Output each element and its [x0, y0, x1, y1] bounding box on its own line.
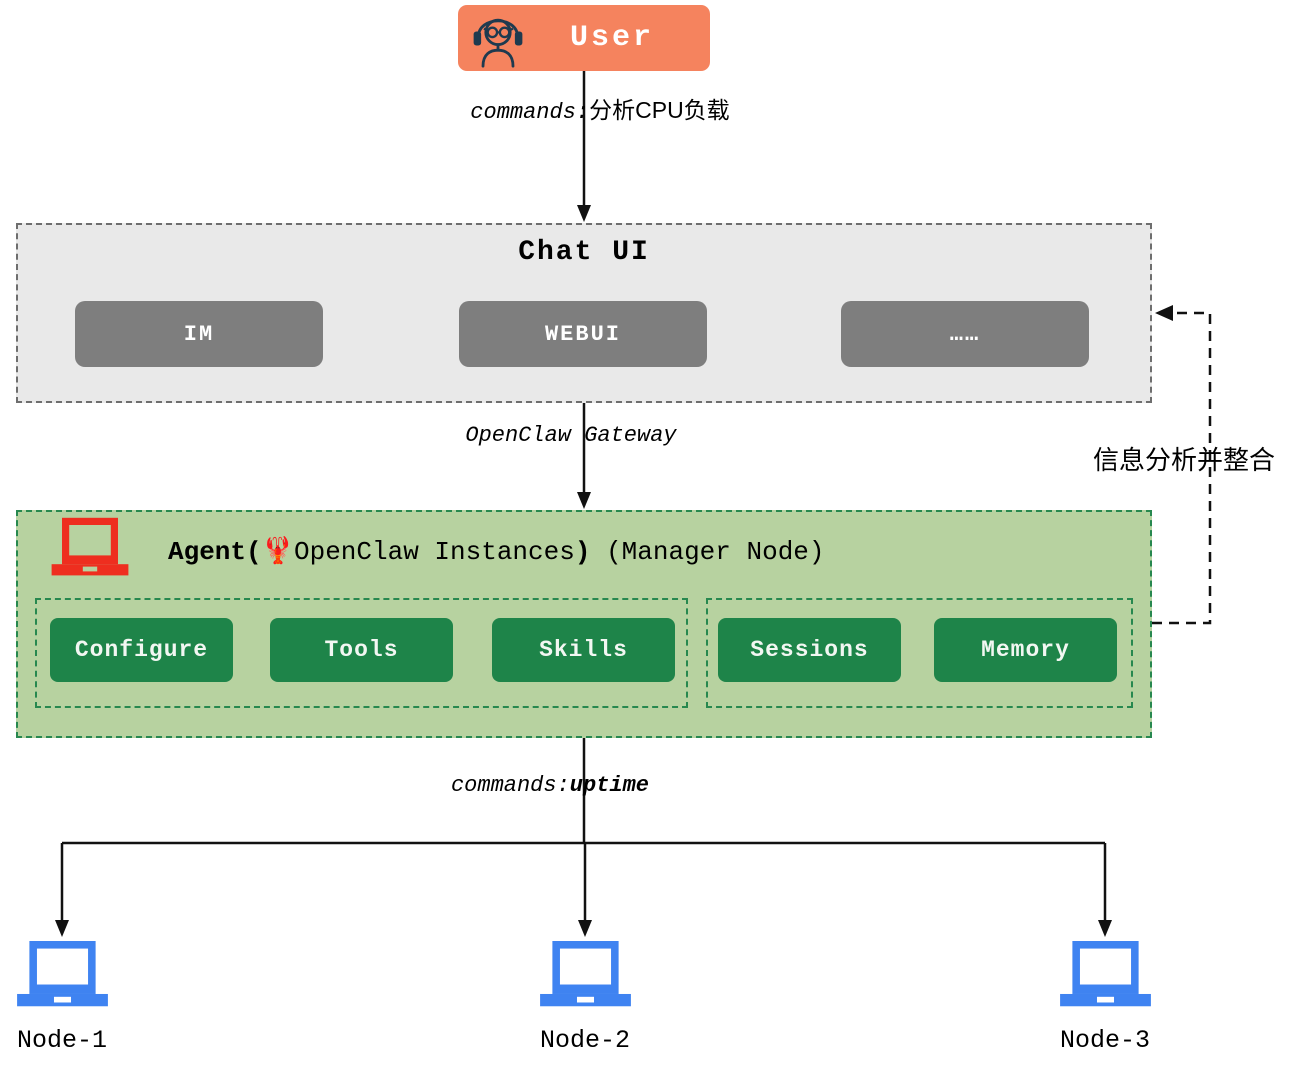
- chat-channel-webui-label: WEBUI: [544, 321, 621, 347]
- module-configure: Configure: [50, 618, 233, 682]
- node1-laptop-icon: [17, 941, 108, 1007]
- manager-laptop-icon: [51, 517, 129, 576]
- node2-label: Node-2: [539, 1026, 630, 1055]
- module-memory: Memory: [934, 618, 1117, 682]
- chat-channel-im-label: IM: [183, 321, 215, 347]
- node1-label: Node-1: [16, 1026, 107, 1055]
- chat-ui-title: Chat UI: [518, 237, 650, 268]
- chat-channel-webui: WEBUI: [459, 301, 707, 367]
- chat-channel-im: IM: [75, 301, 323, 367]
- arrowhead-feedback: [1155, 305, 1173, 321]
- user-label: User: [569, 21, 654, 55]
- arrowhead-node1: [55, 920, 69, 937]
- command-text: uptime: [569, 773, 650, 798]
- module-configure-label: Configure: [74, 637, 209, 663]
- node2-laptop-icon: [540, 941, 631, 1007]
- module-sessions: Sessions: [718, 618, 901, 682]
- node3-laptop-icon: [1060, 941, 1151, 1007]
- module-skills-label: Skills: [539, 637, 628, 663]
- agent-title-prefix: Agent(: [168, 537, 262, 567]
- arrowhead-node3: [1098, 920, 1112, 937]
- user-node: User: [458, 5, 710, 71]
- user-command-label: commands:分析CPU负载: [430, 91, 770, 125]
- arrow-agent-to-nodes: [60, 738, 1107, 922]
- agent-title: Agent(🦞OpenClaw Instances) (Manager Node…: [168, 536, 825, 567]
- gateway-label: OpenClaw Gateway: [465, 423, 677, 448]
- lobster-emoji: 🦞: [261, 537, 294, 567]
- module-memory-label: Memory: [981, 637, 1070, 663]
- node3-label: Node-3: [1059, 1026, 1150, 1055]
- feedback-label: 信息分析并整合: [1093, 445, 1276, 475]
- module-sessions-label: Sessions: [750, 637, 869, 663]
- arrowhead-chatui: [577, 205, 591, 222]
- agent-command-label: commands:uptime: [400, 773, 700, 798]
- agent-title-main: OpenClaw Instances: [294, 537, 575, 567]
- user-avatar-icon: [473, 18, 523, 68]
- module-tools: Tools: [270, 618, 453, 682]
- command-text: 分析CPU负载: [589, 97, 730, 123]
- chat-channel-more-label: ……: [949, 321, 981, 347]
- agent-state-modules-group: [706, 598, 1133, 708]
- arrowhead-node2: [578, 920, 592, 937]
- agent-title-suffix: (Manager Node): [590, 537, 825, 567]
- agent-title-close: ): [574, 537, 591, 567]
- command-prefix: commands:: [470, 100, 590, 125]
- agent-core-modules-group: [35, 598, 688, 708]
- module-skills: Skills: [492, 618, 675, 682]
- arrowhead-agent: [577, 492, 591, 509]
- command-prefix: commands:: [450, 773, 570, 798]
- module-tools-label: Tools: [324, 637, 399, 663]
- chat-channel-more: ……: [841, 301, 1089, 367]
